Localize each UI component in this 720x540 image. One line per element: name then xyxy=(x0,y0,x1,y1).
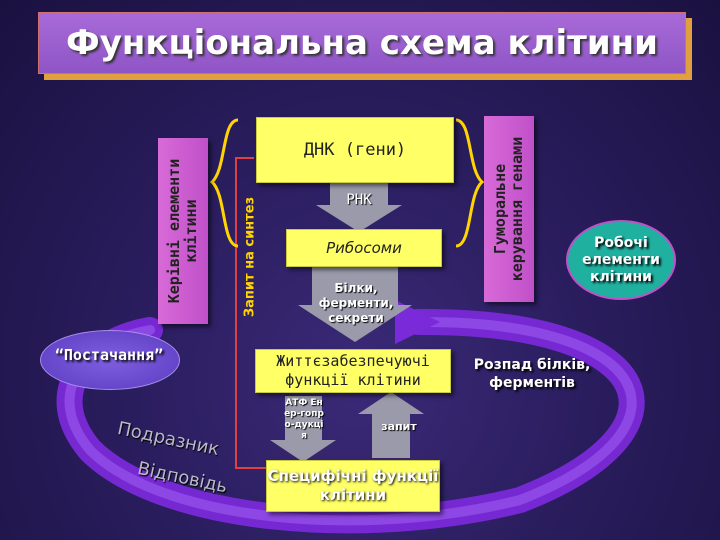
arrow-ribosome-proteins xyxy=(298,262,412,342)
specific-functions-node: Специфічні функції клітини xyxy=(266,460,440,512)
working-elements-label: Робочі елементи клітини xyxy=(582,234,660,285)
life-support-label: Життєзабезпечуючі функції клітини xyxy=(276,352,430,389)
dna-label: ДНК (гени) xyxy=(303,140,407,160)
feedback-line xyxy=(235,157,268,469)
synthesis-request-label: Запит на синтез xyxy=(242,196,258,318)
dna-node: ДНК (гени) xyxy=(256,117,454,183)
right-brace xyxy=(455,118,485,248)
arrow-dna-rna xyxy=(316,175,402,232)
cycle-arrow-head xyxy=(395,300,440,344)
title-bar: Функціональна схема клітини xyxy=(38,12,686,74)
cycle-arrow-highlight xyxy=(64,316,637,526)
control-elements-label: Керівні елементи клітини xyxy=(165,158,200,304)
request-node: запит xyxy=(372,420,426,433)
synthesis-request-area: Запит на синтез xyxy=(238,190,262,324)
ribosomes-label: Рибосоми xyxy=(326,239,402,257)
ribosomes-node: Рибосоми xyxy=(286,229,442,267)
page-title: Функціональна схема клітини xyxy=(66,23,658,63)
supply-ellipse xyxy=(40,330,180,390)
life-support-node: Життєзабезпечуючі функції клітини xyxy=(255,349,451,393)
rna-node: РНК xyxy=(330,192,388,208)
request-label: запит xyxy=(381,420,417,433)
atp-label: АТФ Енер-гопро-дукція xyxy=(284,398,324,441)
humoral-control-box: Гуморальне керування генами xyxy=(484,116,534,302)
decay-label: Розпад білків, ферментів xyxy=(473,357,591,391)
proteins-label: Білки, ферменти, секрети xyxy=(318,281,394,325)
rna-label: РНК xyxy=(346,192,372,208)
working-elements-ellipse: Робочі елементи клітини xyxy=(566,220,676,300)
atp-node: АТФ Енер-гопро-дукція xyxy=(284,398,324,442)
specific-functions-label: Специфічні функції клітини xyxy=(267,467,439,504)
supply-label: “Постачання” xyxy=(54,346,164,364)
humoral-control-label: Гуморальне керування генами xyxy=(491,136,526,282)
proteins-node: Білки, ферменти, секрети xyxy=(308,281,404,326)
control-elements-box: Керівні елементи клітини xyxy=(158,138,208,324)
left-brace xyxy=(209,118,239,248)
arrow-life-atp xyxy=(270,396,336,462)
arrow-specific-request xyxy=(358,392,424,458)
